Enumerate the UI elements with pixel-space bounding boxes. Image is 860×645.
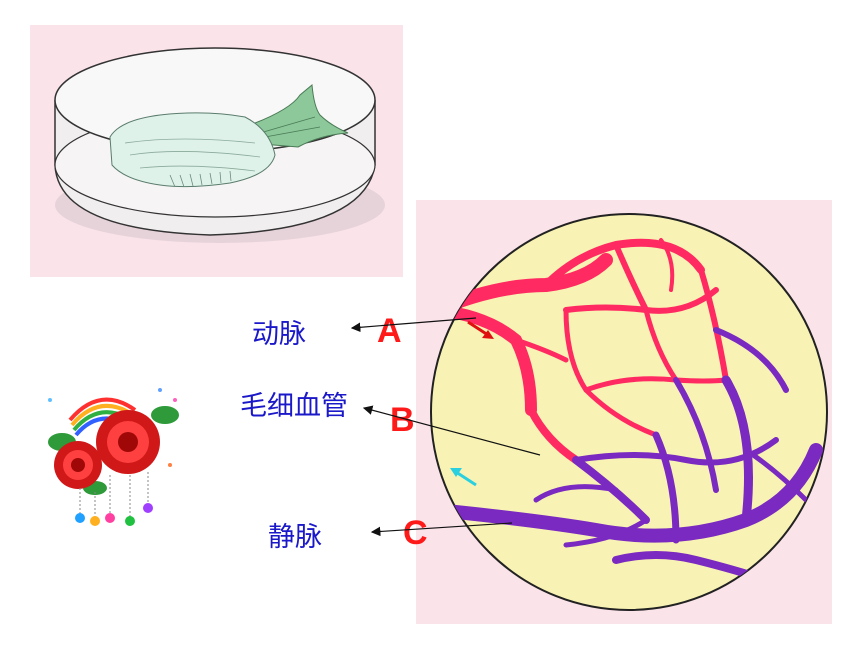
petri-dish-illustration: [54, 47, 385, 243]
letter-c: C: [403, 514, 428, 552]
rose-decoration: [40, 380, 188, 530]
letter-b: B: [390, 401, 415, 439]
vein-flow-arrow: [450, 468, 477, 487]
capillary-network-diagram: [430, 213, 828, 611]
letter-a: A: [377, 312, 402, 350]
petri-dish-panel: [30, 25, 403, 277]
rose-icon: [48, 388, 179, 526]
capillary-label: 毛细血管: [240, 391, 348, 422]
artery-label: 动脉: [252, 319, 306, 350]
vein-label: 静脉: [268, 522, 322, 553]
microscope-field-panel: [416, 200, 832, 624]
